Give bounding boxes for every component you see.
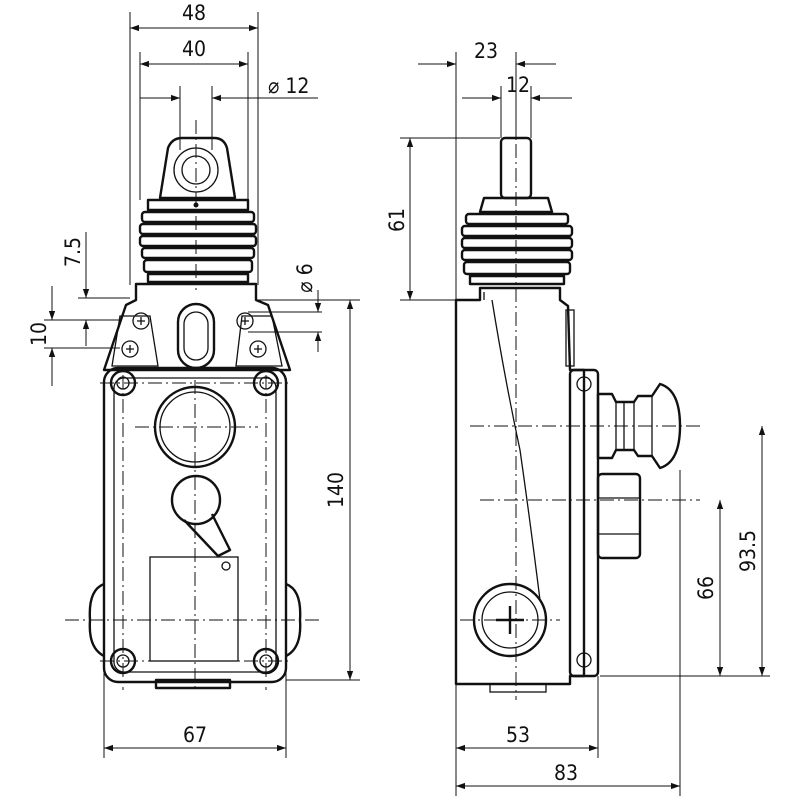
- dim-23: 23: [418, 39, 556, 300]
- dim-83-label: 83: [554, 761, 578, 785]
- front-cover-plate: [102, 282, 292, 372]
- dim-53: 53: [455, 676, 599, 796]
- dim-40-label: 40: [182, 37, 206, 61]
- dim-67: 67: [103, 660, 287, 758]
- side-center-lines: [460, 120, 700, 700]
- dim-66-label: 66: [694, 576, 718, 600]
- dim-dia-6-label: ⌀ 6: [293, 263, 317, 292]
- dim-61-label: 61: [385, 208, 409, 232]
- dim-dia-12-label: ⌀ 12: [268, 74, 309, 98]
- side-threaded-collar: [460, 212, 574, 286]
- dim-93-5: 93.5: [736, 426, 766, 676]
- dim-67-label: 67: [183, 723, 207, 747]
- dim-93-5-label: 93.5: [736, 530, 760, 572]
- dim-48-label: 48: [182, 1, 206, 25]
- dim-7-5-label: 7.5: [61, 237, 85, 267]
- dim-10-label: 10: [27, 322, 51, 346]
- dim-23-label: 23: [474, 39, 498, 63]
- dim-53-label: 53: [506, 723, 530, 747]
- dim-10: 10: [27, 286, 120, 386]
- side-housing: [454, 286, 682, 693]
- dim-140-label: 140: [324, 472, 348, 508]
- front-view: 48 40 ⌀ 12 ⌀ 6: [27, 1, 360, 758]
- dim-7-5: 7.5: [61, 232, 130, 346]
- dim-dia-12: ⌀ 12: [140, 74, 318, 150]
- dim-40: 40: [139, 37, 249, 200]
- dim-66: 66: [600, 500, 770, 677]
- dim-83: 83: [456, 470, 681, 796]
- dim-61: 61: [385, 137, 500, 301]
- front-center-lines: [65, 120, 320, 690]
- dim-48: 48: [129, 1, 259, 285]
- dim-12-label: 12: [506, 73, 530, 97]
- dim-140: 140: [258, 299, 360, 681]
- side-view: 23 12 61 53 83: [385, 39, 770, 796]
- front-roller-head: [158, 136, 237, 208]
- dim-dia-6: ⌀ 6: [248, 263, 322, 352]
- dim-12: 12: [462, 73, 572, 138]
- front-threaded-collar: [138, 198, 258, 284]
